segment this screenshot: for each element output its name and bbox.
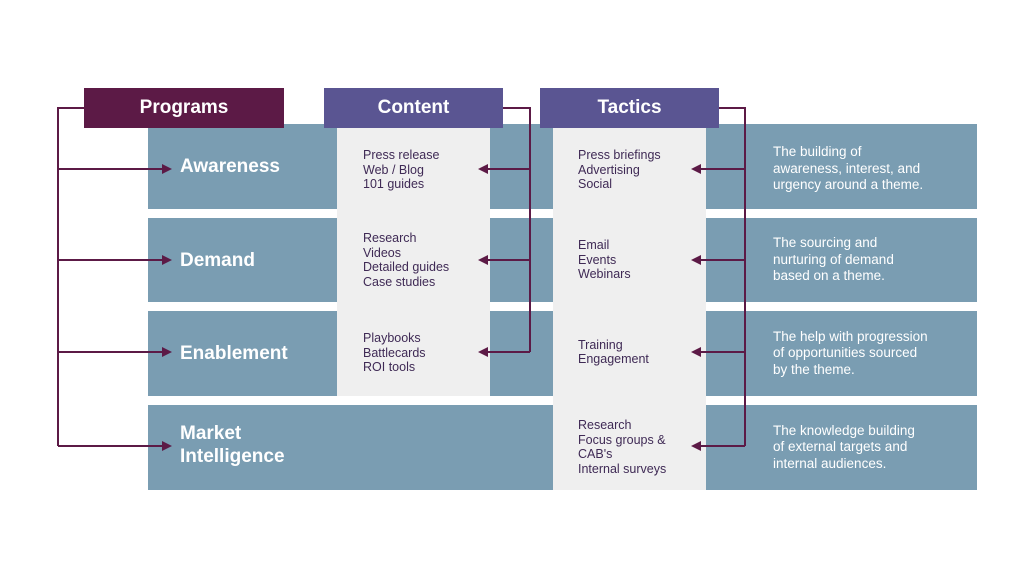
content-header: Content — [324, 88, 503, 128]
description-demand: The sourcing and nurturing of demand bas… — [773, 235, 894, 284]
list-item: Focus groups & — [578, 432, 666, 447]
content-column-panel — [337, 128, 490, 396]
list-item: Web / Blog — [363, 162, 424, 177]
tactics-list-awareness: Press briefings Advertising Social — [578, 124, 703, 216]
tactics-list-market-intelligence: Research Focus groups & CAB's Internal s… — [578, 405, 703, 489]
description-awareness: The building of awareness, interest, and… — [773, 144, 924, 193]
list-item: 101 guides — [363, 177, 425, 192]
list-item: ROI tools — [363, 360, 416, 375]
content-header-label: Content — [377, 97, 450, 118]
program-title-enablement: Enablement — [180, 343, 288, 364]
list-item: Press release — [363, 148, 440, 163]
list-item: Events — [578, 252, 617, 267]
program-title-demand: Demand — [180, 249, 255, 271]
content-list-enablement: Playbooks Battlecards ROI tools — [363, 311, 488, 395]
list-item: Case studies — [363, 274, 436, 289]
tactics-column-panel — [553, 128, 706, 490]
list-item: Social — [578, 177, 613, 192]
list-item: Advertising — [578, 162, 640, 177]
tactics-list-demand: Email Events Webinars — [578, 218, 703, 302]
tactics-header-label: Tactics — [597, 97, 662, 118]
list-item: Training — [578, 337, 623, 352]
programs-header: Programs — [84, 88, 284, 128]
list-item: Battlecards — [363, 345, 426, 360]
description-market-intelligence: The knowledge building of external targe… — [773, 422, 915, 471]
content-list-demand: Research Videos Detailed guides Case stu… — [363, 218, 488, 302]
tactics-header: Tactics — [540, 88, 719, 128]
program-title-awareness: Awareness — [180, 156, 280, 177]
list-item: Detailed guides — [363, 260, 450, 274]
list-item: Email — [578, 238, 610, 253]
list-item: Research — [363, 231, 417, 245]
content-list-awareness: Press release Web / Blog 101 guides — [363, 124, 488, 216]
list-item: Engagement — [578, 352, 649, 366]
list-item: Webinars — [578, 267, 631, 282]
list-item: Videos — [363, 245, 401, 260]
program-title-market-intelligence: Market Intelligence — [180, 423, 285, 467]
list-item: CAB's — [578, 447, 613, 461]
programs-bracket-line — [57, 107, 84, 446]
tactics-list-enablement: Training Engagement — [578, 311, 703, 393]
description-enablement: The help with progression of opportuniti… — [773, 328, 928, 377]
list-item: Playbooks — [363, 331, 421, 346]
list-item: Research — [578, 418, 632, 432]
list-item: Internal surveys — [578, 461, 667, 476]
programs-header-label: Programs — [139, 97, 229, 118]
list-item: Press briefings — [578, 148, 661, 163]
